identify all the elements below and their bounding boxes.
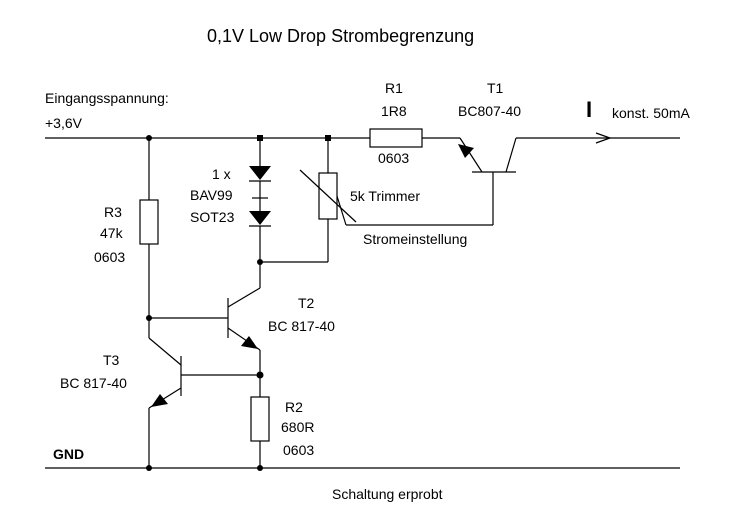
- junction-dot: [257, 465, 263, 471]
- t3-transistor: [148, 318, 260, 468]
- junction-dot: [257, 259, 263, 265]
- d1-package: SOT23: [190, 209, 235, 225]
- t2-ref: T2: [298, 295, 315, 311]
- t2-emitter-arrow-icon: [241, 336, 258, 349]
- r3-resistor: [139, 199, 159, 245]
- trimmer-potentiometer: [299, 138, 357, 262]
- junction-dot: [146, 315, 152, 321]
- r3-value: 47k: [100, 225, 124, 241]
- schematic-title: 0,1V Low Drop Strombegrenzung: [207, 26, 474, 46]
- t2-transistor: [149, 287, 261, 375]
- input-label: Eingangsspannung:: [45, 90, 169, 106]
- d1-diode-pair: [249, 138, 271, 262]
- r3-ref: R3: [104, 204, 122, 220]
- r2-resistor: [250, 396, 270, 442]
- d1-count: 1 x: [212, 166, 231, 182]
- t3-emitter-arrow-icon: [151, 394, 168, 407]
- input-voltage: +3,6V: [45, 115, 83, 131]
- t1-ref: T1: [487, 80, 504, 96]
- junction-dot: [256, 371, 264, 379]
- t2-value: BC 817-40: [268, 318, 335, 334]
- junction-dot: [325, 135, 331, 141]
- r1-package: 0603: [378, 150, 409, 166]
- junction-dot: [257, 135, 263, 141]
- t1-transistor: [458, 137, 517, 225]
- t3-value: BC 817-40: [60, 375, 127, 391]
- junction-dot: [146, 465, 152, 471]
- footer-note: Schaltung erprobt: [332, 486, 443, 502]
- trimmer-adjust-icon: [299, 169, 357, 223]
- output-current-label: konst. 50mA: [612, 105, 690, 121]
- r2-ref: R2: [285, 399, 303, 415]
- output-arrow-icon: [595, 132, 612, 144]
- t1-value: BC807-40: [458, 103, 521, 119]
- r1-value: 1R8: [381, 103, 407, 119]
- r3-package: 0603: [94, 249, 125, 265]
- trimmer-value: 5k Trimmer: [350, 188, 420, 204]
- gnd-label: GND: [53, 446, 84, 462]
- t1-emitter-arrow-icon: [458, 144, 474, 158]
- r1-ref: R1: [385, 80, 403, 96]
- junction-dot: [146, 135, 152, 141]
- r2-value: 680R: [281, 419, 314, 435]
- r2-package: 0603: [283, 442, 314, 458]
- r1-resistor: [369, 128, 423, 148]
- trimmer-function: Stromeinstellung: [363, 231, 467, 247]
- d1-value: BAV99: [190, 187, 233, 203]
- junction-dots: [146, 135, 331, 471]
- t3-ref: T3: [103, 352, 120, 368]
- current-symbol: I: [586, 97, 592, 122]
